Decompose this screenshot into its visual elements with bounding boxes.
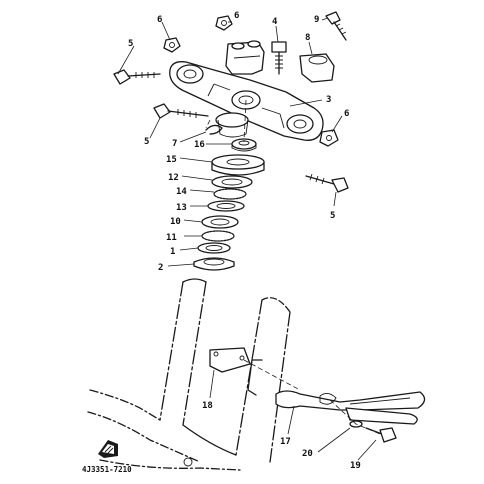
- callout-5-a: 5: [128, 39, 133, 49]
- race-13: [207, 200, 245, 212]
- callout-14: 14: [176, 187, 187, 197]
- callout-16: 16: [194, 140, 205, 150]
- callout-1: 1: [170, 247, 175, 257]
- callout-7: 7: [172, 139, 177, 149]
- axis-line-lower: [243, 359, 301, 391]
- axis-line-upper: [243, 99, 247, 143]
- bolt-5-upper: [113, 69, 161, 85]
- callout-6-c: 6: [344, 109, 349, 119]
- callout-20: 20: [302, 449, 313, 459]
- bolt-5-lower: [305, 173, 349, 193]
- washer-7: [205, 124, 223, 135]
- bolt-9: [325, 11, 347, 41]
- callout-13: 13: [176, 203, 187, 213]
- seal-2: [193, 257, 235, 271]
- bracket-18: [209, 347, 251, 373]
- upper-holder: [225, 40, 265, 75]
- leader-lines: [117, 17, 377, 461]
- lower-bracket: [169, 61, 324, 141]
- front-direction-icon: [98, 440, 118, 458]
- callout-2: 2: [158, 263, 163, 273]
- callout-6-a: 6: [157, 15, 162, 25]
- callout-labels: 6 6 4 9 5 8 3 5 7 6 16 15 12 14 13 10 11…: [128, 11, 361, 471]
- side-stand-17: [275, 390, 426, 425]
- part-code: 4J3351-7210: [82, 465, 132, 474]
- callout-5-c: 5: [330, 211, 335, 221]
- callout-4: 4: [272, 17, 278, 27]
- axis-line-pin: [329, 399, 381, 435]
- holder-part-8: [299, 53, 335, 83]
- axis-line-washer: [205, 119, 211, 129]
- nut-6-left: [163, 37, 181, 53]
- callout-12: 12: [168, 173, 179, 183]
- callout-6-b: 6: [234, 11, 239, 21]
- callout-3: 3: [326, 95, 331, 105]
- race-10: [201, 215, 239, 229]
- race-12: [211, 175, 253, 189]
- nut-6-right: [319, 129, 339, 147]
- callout-15: 15: [166, 155, 177, 165]
- callout-8: 8: [305, 33, 310, 43]
- bolt-5-middle: [153, 103, 209, 119]
- nut-6-top: [215, 15, 233, 31]
- callout-19: 19: [350, 461, 361, 471]
- callout-10: 10: [170, 217, 181, 227]
- callout-11: 11: [166, 233, 177, 243]
- bearing-14: [213, 188, 247, 200]
- frame-outline: [87, 278, 291, 471]
- race-1: [197, 242, 231, 254]
- callout-9: 9: [314, 15, 319, 25]
- callout-18: 18: [202, 401, 213, 411]
- race-15: [211, 154, 265, 176]
- callout-5-b: 5: [144, 137, 149, 147]
- bolt-4: [271, 41, 287, 75]
- callout-17: 17: [280, 437, 291, 447]
- bearing-11: [201, 230, 235, 242]
